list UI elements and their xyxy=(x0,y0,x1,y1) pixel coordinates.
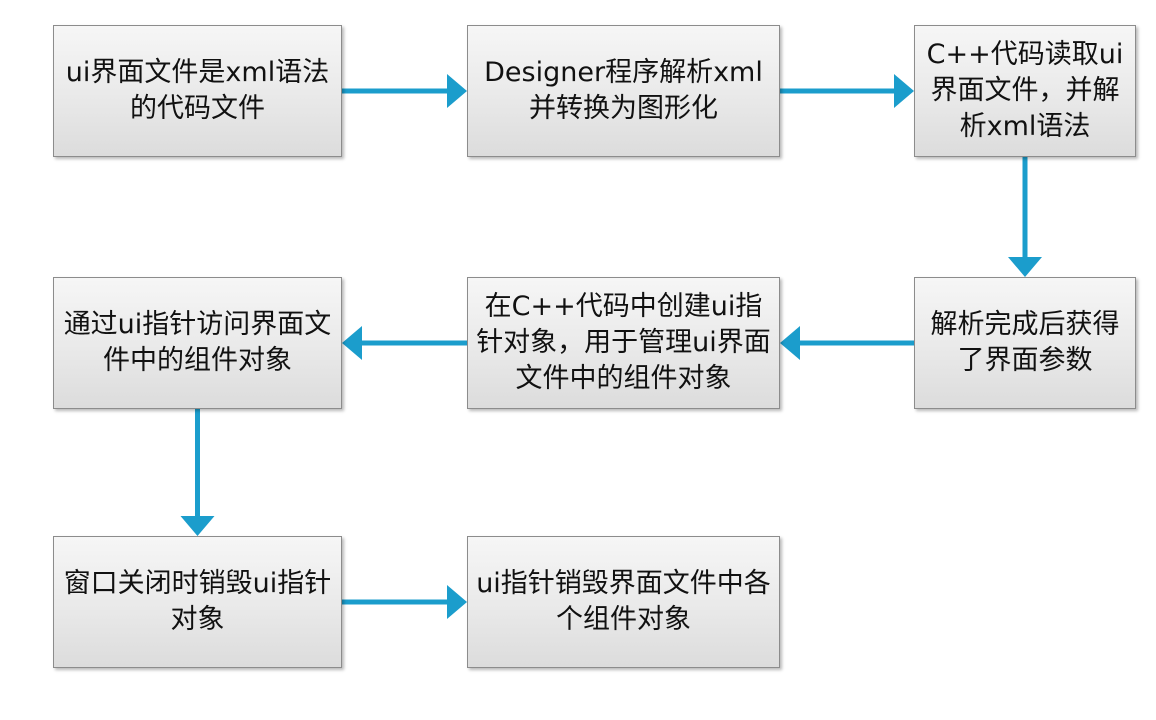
arrowhead-n5-to-n6 xyxy=(342,326,362,360)
arrowhead-n3-to-n4 xyxy=(1008,257,1042,277)
node-label: 解析完成后获得了界面参数 xyxy=(930,309,1120,376)
node-label: C++代码读取ui界面文件，并解析xml语法 xyxy=(926,39,1124,142)
node-pointer-destroys-components: ui指针销毁界面文件中各个组件对象 xyxy=(467,536,780,668)
node-cpp-read-ui-file: C++代码读取ui界面文件，并解析xml语法 xyxy=(914,25,1136,157)
node-window-close-destroy-pointer: 窗口关闭时销毁ui指针对象 xyxy=(53,536,342,668)
node-designer-parse-xml: Designer程序解析xml并转换为图形化 xyxy=(467,25,780,157)
node-label: 窗口关闭时销毁ui指针对象 xyxy=(63,568,332,635)
node-create-ui-pointer: 在C++代码中创建ui指针对象，用于管理ui界面文件中的组件对象 xyxy=(467,277,780,409)
arrowhead-n1-to-n2 xyxy=(447,74,467,108)
arrowhead-n7-to-n8 xyxy=(447,585,467,619)
node-label: ui界面文件是xml语法的代码文件 xyxy=(65,57,330,124)
node-label: ui指针销毁界面文件中各个组件对象 xyxy=(476,568,771,635)
arrowhead-n2-to-n3 xyxy=(894,74,914,108)
node-label: Designer程序解析xml并转换为图形化 xyxy=(484,57,763,124)
node-access-components-via-ui-pointer: 通过ui指针访问界面文件中的组件对象 xyxy=(53,277,342,409)
node-label: 通过ui指针访问界面文件中的组件对象 xyxy=(63,309,332,376)
node-label: 在C++代码中创建ui指针对象，用于管理ui界面文件中的组件对象 xyxy=(476,291,771,394)
node-parse-complete-params: 解析完成后获得了界面参数 xyxy=(914,277,1136,409)
node-ui-file-xml-syntax: ui界面文件是xml语法的代码文件 xyxy=(53,25,342,157)
arrowhead-n4-to-n5 xyxy=(780,326,800,360)
arrowhead-n6-to-n7 xyxy=(180,516,215,536)
